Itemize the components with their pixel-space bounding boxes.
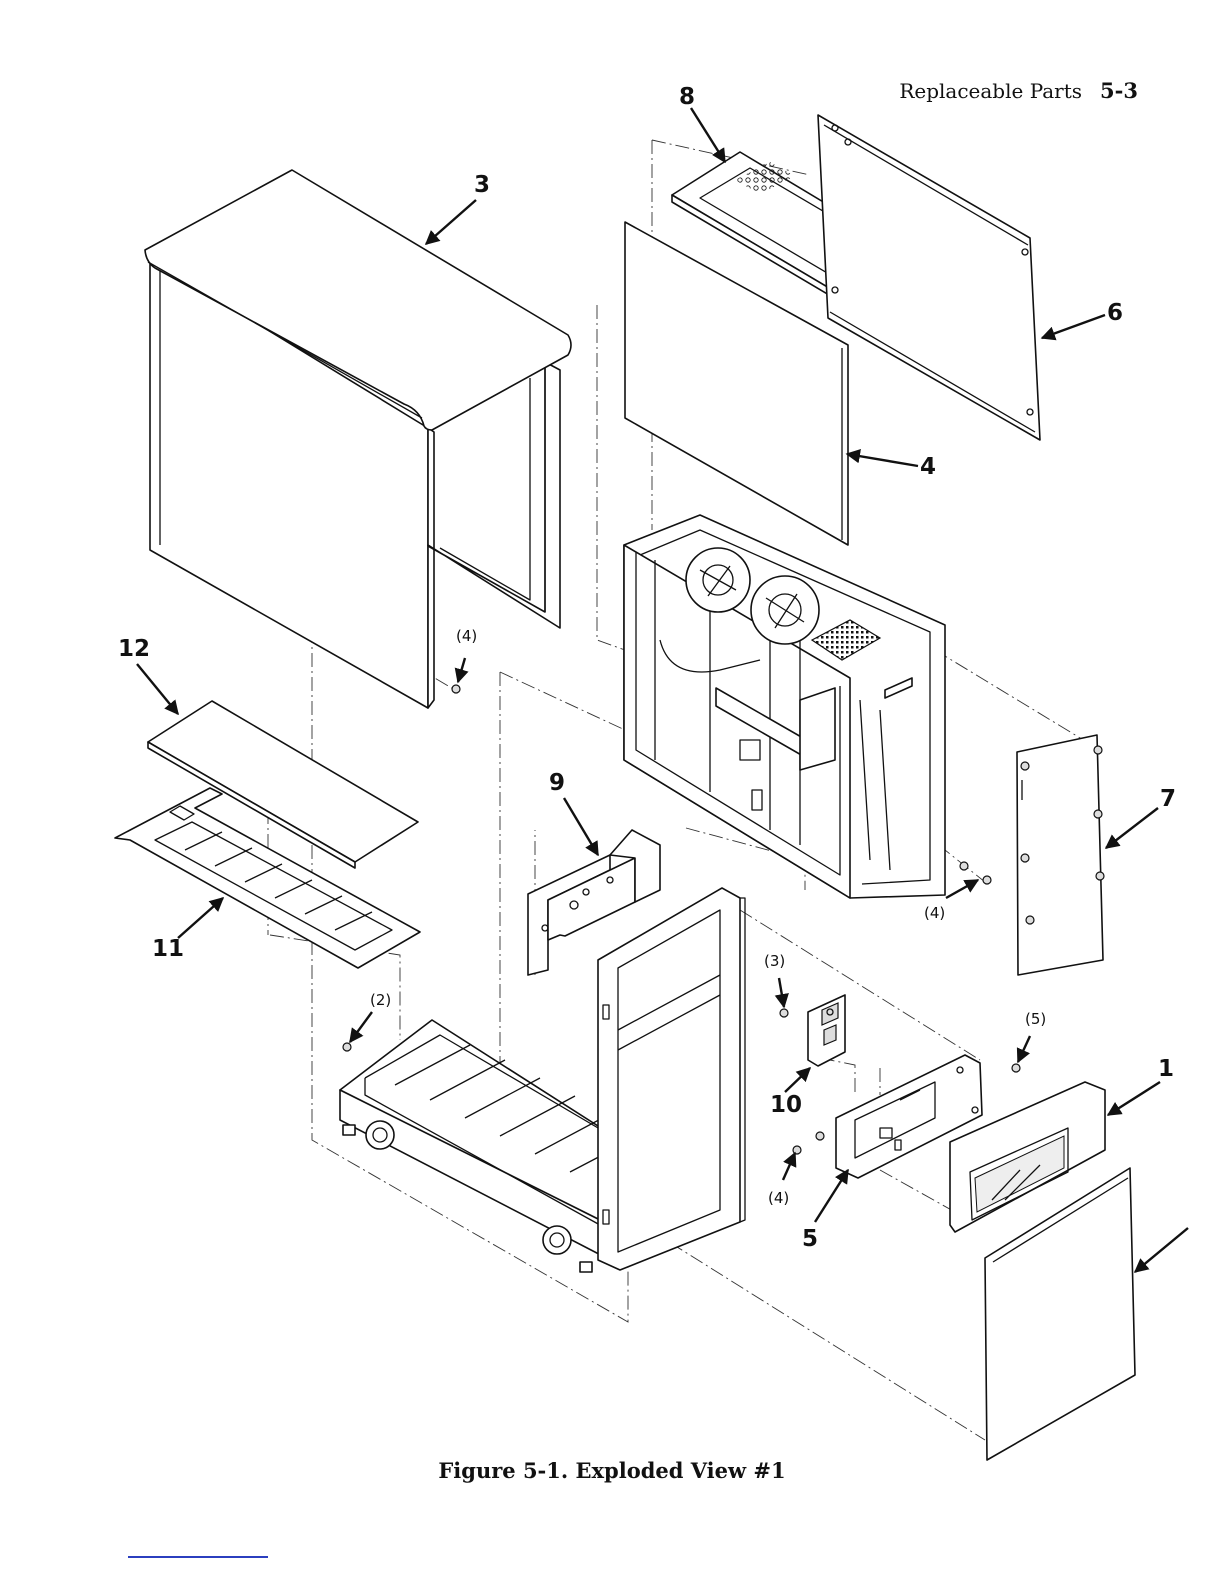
callout-6: 8 — [679, 84, 695, 110]
callout-9: 10 — [770, 1092, 802, 1118]
callout-12: 12 — [118, 636, 150, 662]
callout-5: 6 — [1107, 300, 1123, 326]
front-door-panel — [985, 1168, 1135, 1460]
part-5-side-panel — [818, 115, 1040, 440]
callout-3: 3 — [474, 172, 490, 198]
part-3-cover — [145, 170, 571, 708]
part-7-side-board — [1017, 735, 1104, 975]
quantity-label: (3) — [764, 952, 785, 970]
quantity-label: (4) — [456, 627, 477, 645]
figure-caption: Figure 5-1. Exploded View #1 — [0, 1458, 1224, 1483]
part-9-small-board — [808, 995, 845, 1066]
quantity-label: (2) — [370, 991, 391, 1009]
footer-rule — [128, 1556, 268, 1558]
callout-1: 1 — [1158, 1056, 1174, 1082]
quantity-label: (4) — [924, 904, 945, 922]
quantity-label: (5) — [1025, 1010, 1046, 1028]
quantity-label: (4) — [768, 1189, 789, 1207]
callout-11: 11 — [152, 936, 184, 962]
callout-8: 5 — [802, 1226, 818, 1252]
callout-7: 7 — [1160, 786, 1176, 812]
callout-4: 4 — [920, 454, 936, 480]
callout-10: 9 — [549, 770, 565, 796]
card-cage-chassis — [624, 515, 945, 898]
